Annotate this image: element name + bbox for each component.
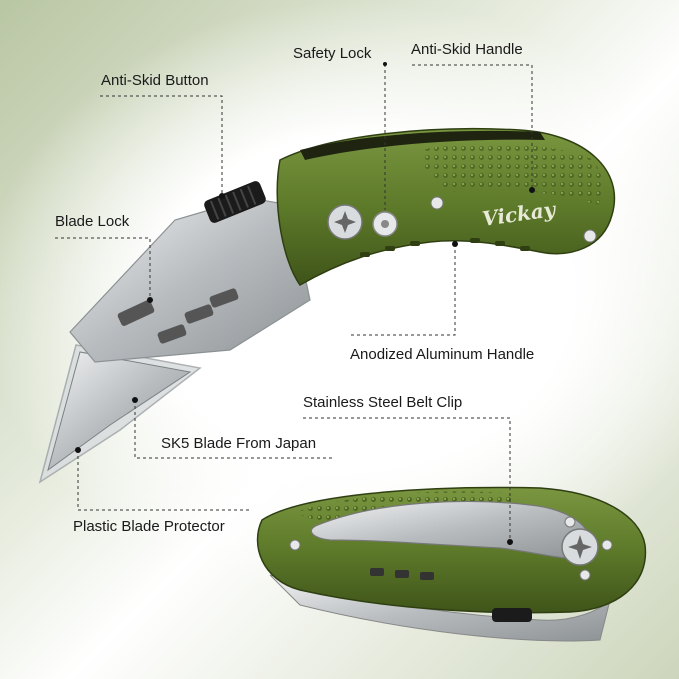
top-knife (38, 128, 616, 484)
bottom-knife (256, 486, 647, 642)
label-anti-skid-button: Anti-Skid Button (101, 72, 209, 89)
label-plastic-blade-protector: Plastic Blade Protector (73, 518, 225, 535)
carrier-slot (209, 288, 239, 308)
sk5-blade (47, 351, 192, 472)
label-sk5-blade: SK5 Blade From Japan (161, 435, 317, 452)
label-belt-clip: Stainless Steel Belt Clip (303, 394, 463, 411)
label-anodized-aluminum-handle: Anodized Aluminum Handle (350, 346, 535, 363)
carrier-slot (117, 300, 155, 326)
label-safety-lock: Safety Lock (293, 45, 372, 62)
carrier-slot (184, 304, 214, 324)
label-anti-skid-handle: Anti-Skid Handle (411, 41, 523, 58)
carrier-slot (157, 324, 187, 344)
leader-lines (55, 62, 535, 545)
label-blade-lock: Blade Lock (55, 213, 130, 230)
anti-skid-handle-grip (420, 143, 603, 205)
